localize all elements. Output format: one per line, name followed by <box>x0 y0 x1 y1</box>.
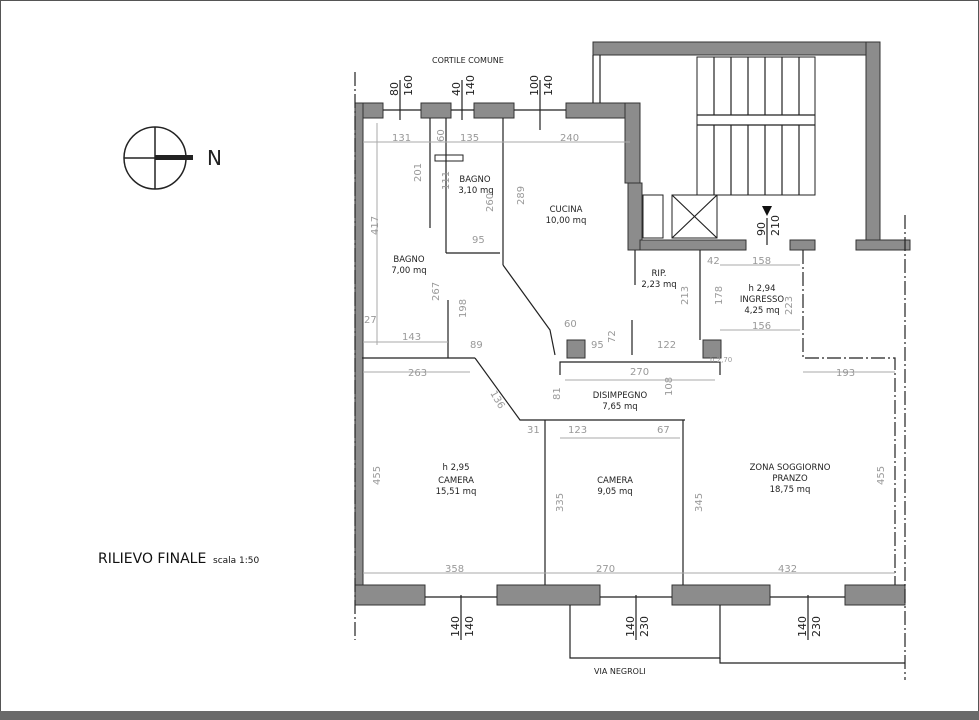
dimension: 143 <box>402 332 421 343</box>
dimension: 213 <box>680 286 691 305</box>
dimension: 417 <box>370 216 381 235</box>
opening-label: 80 <box>388 82 401 96</box>
opening-label: 90 <box>755 222 768 236</box>
room-area: 7,65 mq <box>602 402 637 412</box>
opening-label: 140 <box>796 616 809 637</box>
dimension: 270 <box>630 367 649 378</box>
opening-label: 140 <box>624 616 637 637</box>
room-name: BAGNO <box>459 175 490 185</box>
dimension: 89 <box>470 340 483 351</box>
dimension: 95 <box>472 235 485 246</box>
room-name: DISIMPEGNO <box>593 391 648 401</box>
room-name: CAMERA <box>438 476 474 486</box>
dimension: 263 <box>408 368 427 379</box>
dimension: 455 <box>372 466 383 485</box>
walls <box>354 41 911 606</box>
dimension: 198 <box>458 299 469 318</box>
dimension: 345 <box>694 493 705 512</box>
opening-label: 140 <box>449 616 462 637</box>
windows <box>383 80 845 640</box>
room-name: CUCINA <box>550 205 583 215</box>
partitions <box>362 118 721 585</box>
staircase <box>592 55 816 239</box>
dimension: 67 <box>657 425 670 436</box>
room-area: 7,00 mq <box>391 266 426 276</box>
dimension: 122 <box>657 340 676 351</box>
room-name: BAGNO <box>393 255 424 265</box>
drawing-title: RILIEVO FINALE <box>98 551 206 567</box>
height-note: h 2,70 <box>710 356 732 364</box>
dimension: 95 <box>591 340 604 351</box>
room-area: 18,75 mq <box>770 485 811 495</box>
dimension: 136 <box>487 389 506 411</box>
street-top: CORTILE COMUNE <box>432 56 504 65</box>
opening-label: 100 <box>528 75 541 96</box>
room-name: CAMERA <box>597 476 633 486</box>
drawing-scale: scala 1:50 <box>213 556 260 566</box>
dimension: 108 <box>664 377 675 396</box>
opening-label: 160 <box>402 75 415 96</box>
dimension: 178 <box>714 286 725 305</box>
dimension: 193 <box>836 368 855 379</box>
dimension: 260 <box>485 193 496 212</box>
dimension: 270 <box>596 564 615 575</box>
dimension: 455 <box>876 466 887 485</box>
dimension: 223 <box>784 296 795 315</box>
north-label: N <box>207 146 222 170</box>
dimension: 267 <box>431 282 442 301</box>
room-area: 3,10 mq <box>458 186 493 196</box>
street-bottom: VIA NEGROLI <box>594 667 646 676</box>
opening-label: 140 <box>464 75 477 96</box>
bottom-strip <box>0 711 979 720</box>
room-name-2: PRANZO <box>772 474 808 484</box>
balconies <box>354 72 906 680</box>
dimension-lines <box>363 123 895 574</box>
dimension: 201 <box>413 163 424 182</box>
dimension: 135 <box>460 133 479 144</box>
dimension: 240 <box>560 133 579 144</box>
dimension: 42 <box>707 256 720 267</box>
dimension: 60 <box>564 319 577 330</box>
opening-label: 230 <box>638 616 651 637</box>
room-name: INGRESSO <box>740 295 785 305</box>
room-area: 15,51 mq <box>436 487 477 497</box>
dimension: 60 <box>436 129 447 142</box>
dimension: 158 <box>752 256 771 267</box>
dimension: 111 <box>441 171 452 190</box>
opening-label: 210 <box>769 215 782 236</box>
dimension: 358 <box>445 564 464 575</box>
dimension: 432 <box>778 564 797 575</box>
dimension: 123 <box>568 425 587 436</box>
dimension: 27 <box>364 315 377 326</box>
opening-label: 140 <box>542 75 555 96</box>
opening-label: 40 <box>450 82 463 96</box>
room-area: 2,23 mq <box>641 280 676 290</box>
room-area: 10,00 mq <box>546 216 587 226</box>
dimension: 156 <box>752 321 771 332</box>
opening-label: 230 <box>810 616 823 637</box>
dimension: 335 <box>555 493 566 512</box>
room-name: ZONA SOGGIORNO <box>750 463 831 473</box>
room-name: RIP. <box>652 269 667 279</box>
dimension: 31 <box>527 425 540 436</box>
room-area: 4,25 mq <box>744 306 779 316</box>
opening-label: 140 <box>463 616 476 637</box>
north-arrow-icon <box>123 126 193 190</box>
dimension: 81 <box>552 387 563 400</box>
dimension: 131 <box>392 133 411 144</box>
dimension: 72 <box>607 330 618 343</box>
room-height: h 2,94 <box>748 284 775 294</box>
dimension: 289 <box>516 186 527 205</box>
room-height: h 2,95 <box>442 463 469 473</box>
room-area: 9,05 mq <box>597 487 632 497</box>
